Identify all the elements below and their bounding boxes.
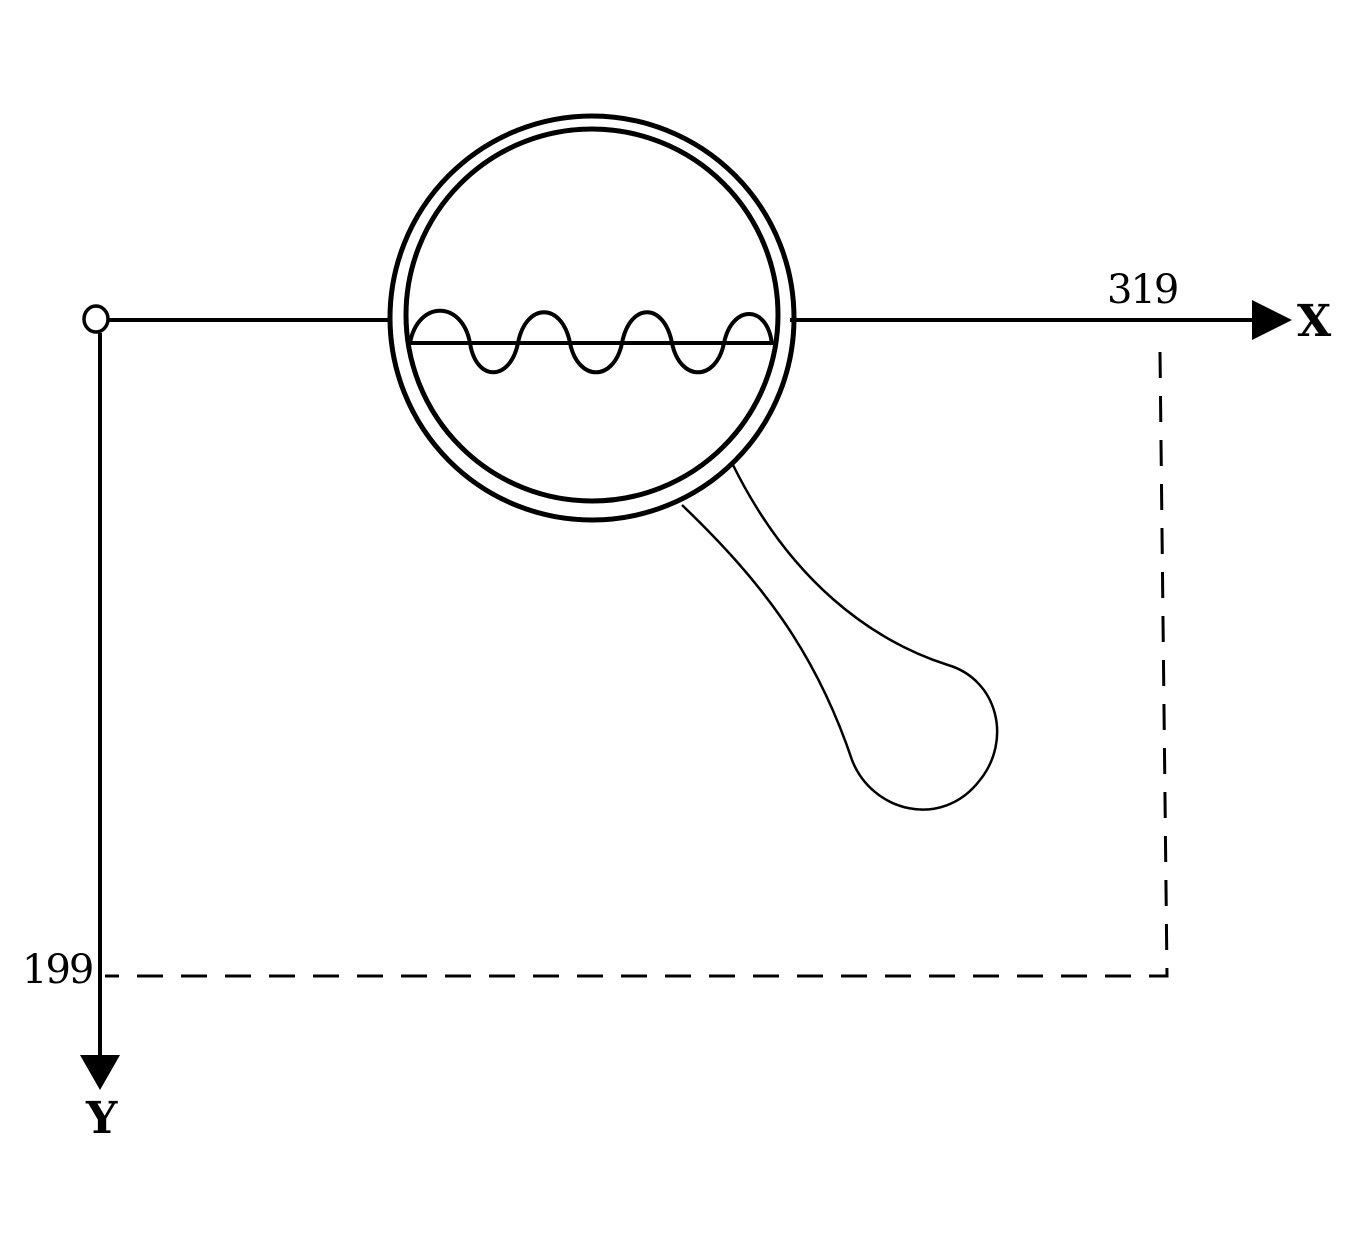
screen-boundary-dashed [105, 351, 1169, 978]
y-axis-name: Y [86, 1093, 118, 1144]
x-axis-name: X [1297, 296, 1332, 347]
y-max-label: 199 [22, 947, 94, 993]
handle-outline [681, 464, 999, 811]
lens-wave [408, 308, 774, 375]
origin-marker [82, 304, 110, 334]
magnifying-glass-icon [387, 113, 999, 811]
lens-inner-ring [403, 126, 781, 504]
x-max-label: 319 [1107, 267, 1179, 313]
x-axis-arrowhead [1252, 300, 1292, 340]
y-axis-arrowhead [80, 1055, 120, 1090]
lens-outer-ring [387, 113, 797, 523]
